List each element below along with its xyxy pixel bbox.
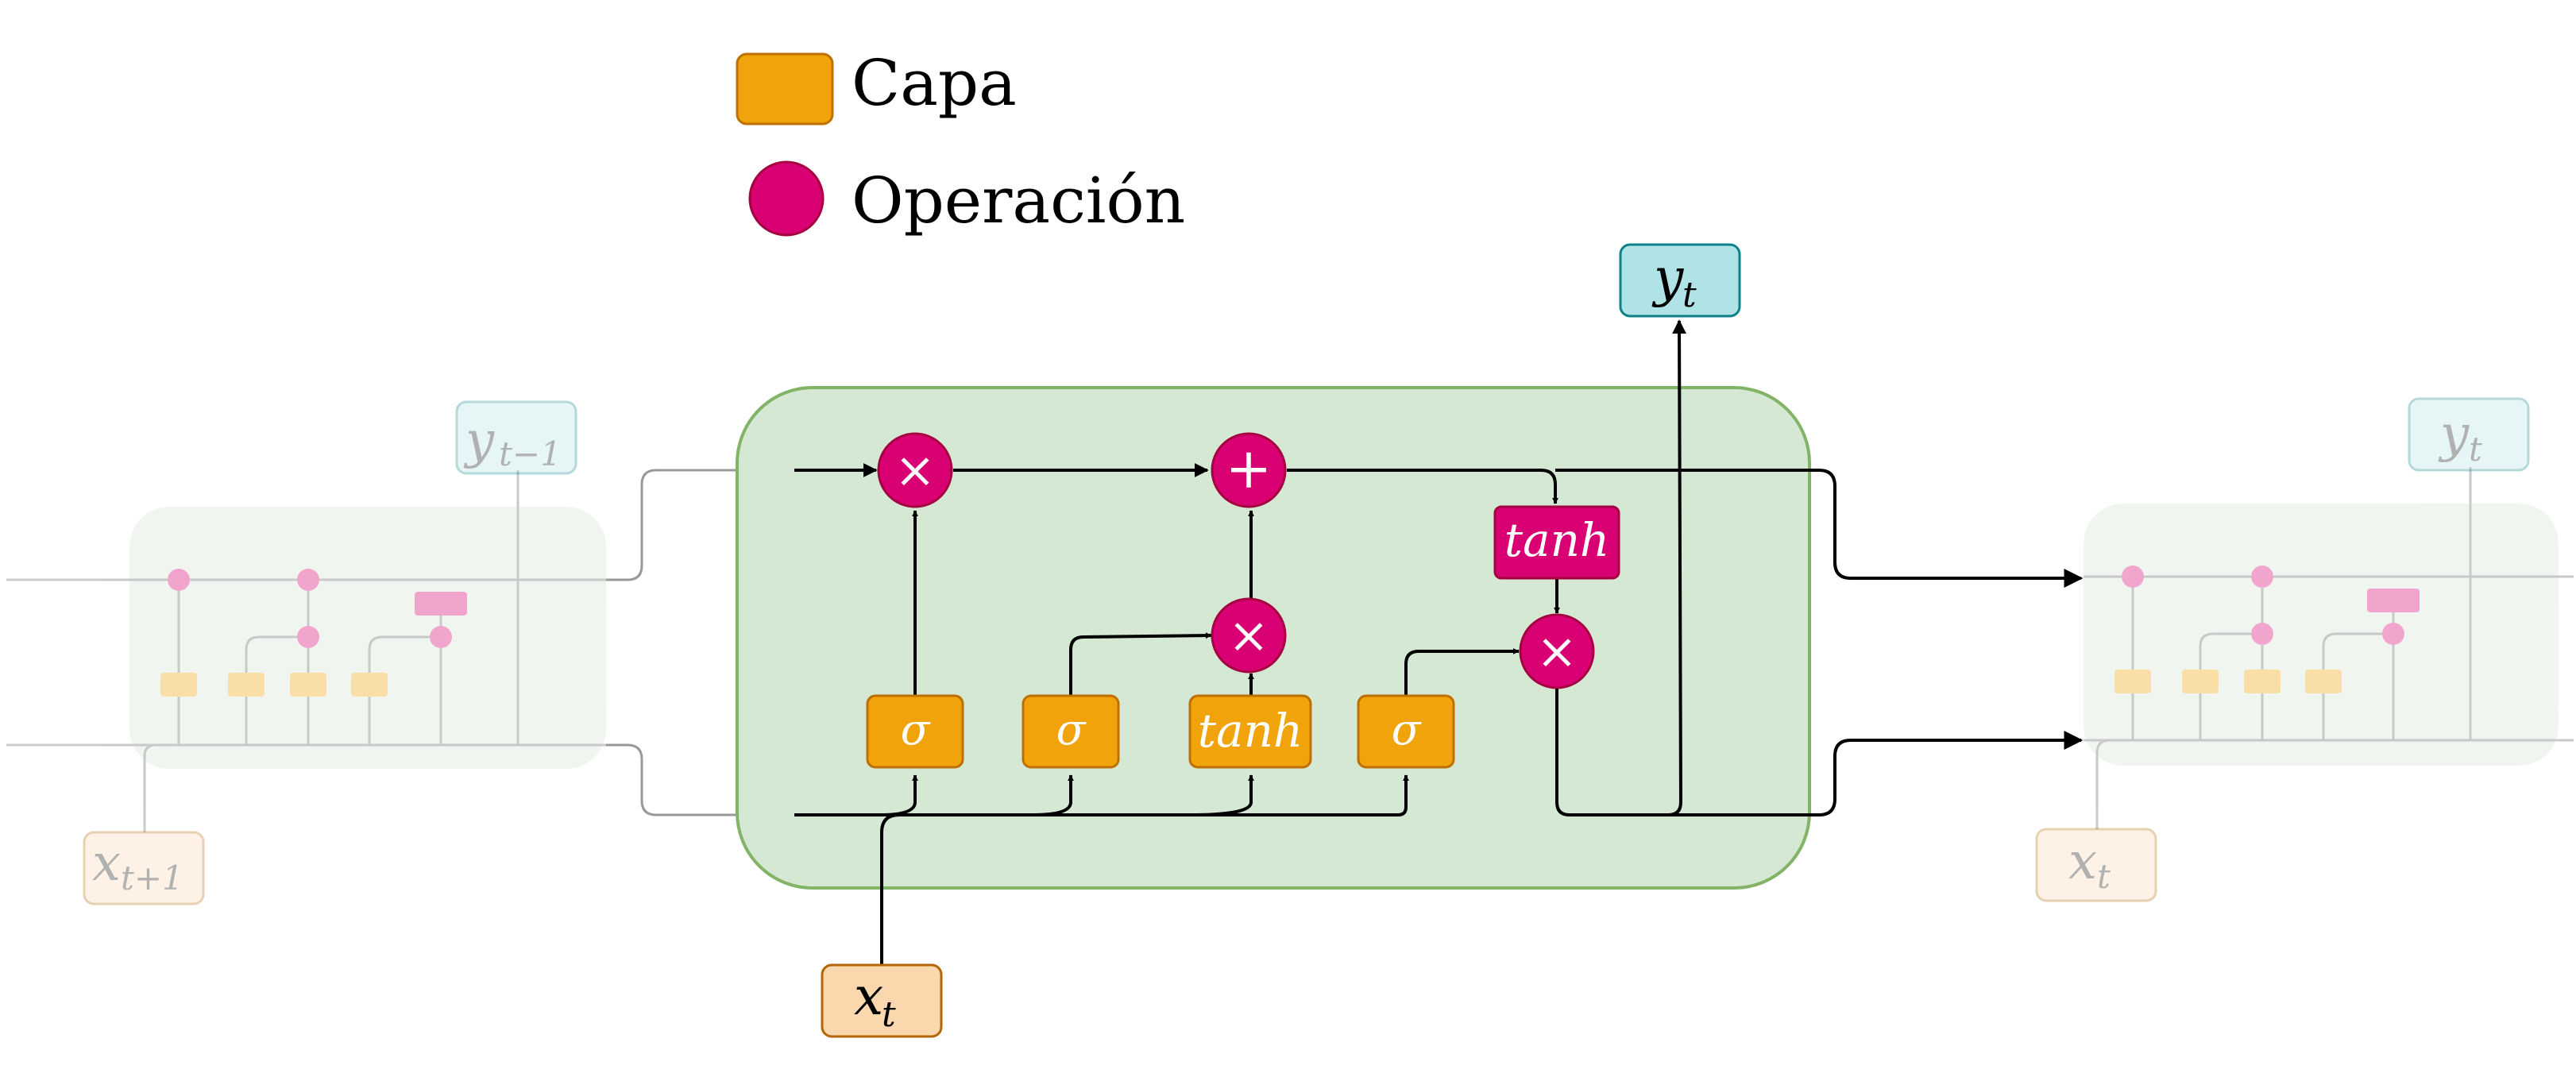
left-to-main-connectors (606, 469, 878, 816)
right-ghost-output-label: y (2438, 405, 2470, 464)
op-input-multiply: × (1211, 597, 1287, 674)
gate-forget-label: σ (901, 704, 932, 755)
legend-operation-label: Operación (852, 164, 1185, 237)
op-add: + (1211, 432, 1287, 508)
main-cell-connectors (794, 319, 2084, 965)
op-output-multiply: × (1519, 613, 1595, 689)
main-output-sub: t (1682, 275, 1697, 315)
left-ghost-output-label: y (463, 411, 495, 470)
legend: Capa Operación (736, 46, 1185, 237)
op-output-multiply-symbol: × (1536, 622, 1578, 680)
left-ghost-output-sub: t−1 (499, 434, 562, 473)
op-state-tanh-label: tanh (1504, 513, 1610, 567)
gate-forget: σ (866, 694, 964, 769)
left-ghost-input-sub: t+1 (121, 859, 183, 898)
right-ghost-cell-box (2084, 504, 2559, 766)
legend-layer-swatch (736, 52, 834, 125)
right-ghost-output-sub: t (2469, 430, 2482, 469)
right-ghost-cell (2084, 467, 2574, 829)
right-ghost-input-label: x (2068, 832, 2097, 891)
left-ghost-input-label: x (92, 834, 121, 893)
gate-input-label: σ (1056, 704, 1087, 755)
op-state-tanh: tanh (1493, 505, 1620, 580)
op-forget-multiply-symbol: × (894, 441, 936, 499)
right-ghost-input: x t (2035, 828, 2157, 902)
gate-input: σ (1022, 694, 1120, 769)
gate-output-label: σ (1392, 704, 1423, 755)
gate-candidate: tanh (1188, 694, 1312, 769)
main-input-label: x (854, 966, 883, 1027)
main-input-sub: t (882, 994, 896, 1035)
op-input-multiply-symbol: × (1228, 606, 1269, 664)
gate-output: σ (1357, 694, 1455, 769)
main-input: x t (821, 963, 943, 1038)
left-ghost-output: y t−1 (455, 400, 577, 475)
legend-layer-label: Capa (852, 46, 1017, 120)
gate-candidate-label: tanh (1198, 704, 1303, 758)
left-ghost-cell (6, 470, 628, 832)
legend-operation-swatch (748, 160, 825, 237)
right-ghost-input-sub: t (2097, 857, 2111, 896)
op-add-symbol: + (1226, 436, 1273, 501)
main-output-label: y (1651, 247, 1684, 308)
left-ghost-cell-box (129, 507, 606, 769)
right-ghost-output: y t (2408, 397, 2530, 472)
op-forget-multiply: × (877, 432, 953, 508)
left-ghost-input: x t+1 (83, 831, 205, 905)
main-output: y t (1619, 243, 1741, 318)
